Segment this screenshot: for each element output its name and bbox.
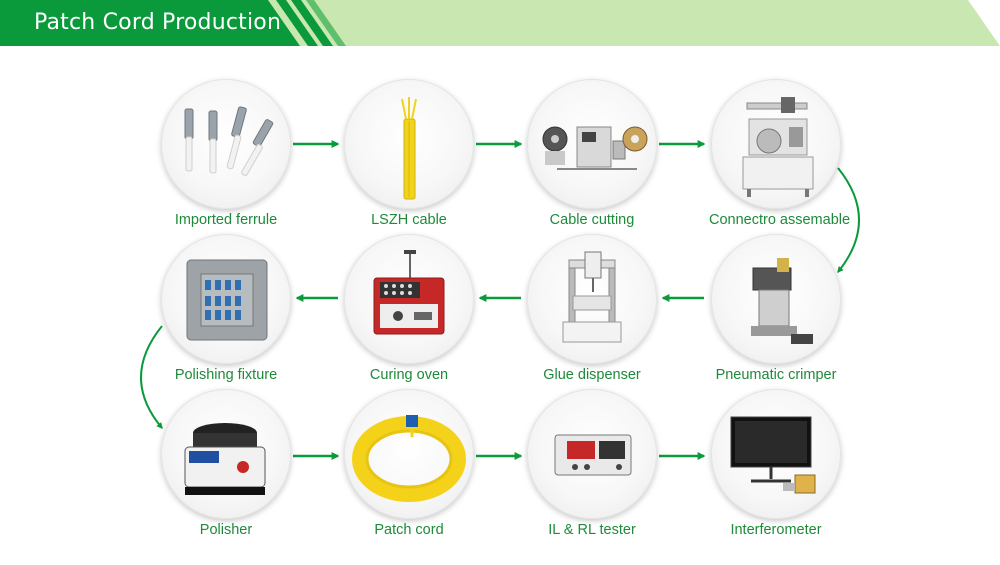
patch-cord-icon — [344, 389, 474, 519]
assembly-machine-icon — [711, 79, 841, 209]
interferometer-icon — [711, 389, 841, 519]
ferrule-icon — [161, 79, 291, 209]
step-curing-oven: Curing oven — [342, 234, 476, 383]
step-imported-ferrule: Imported ferrule — [159, 79, 293, 228]
step-label: Imported ferrule — [159, 212, 293, 228]
step-polishing-fixture: Polishing fixture — [159, 234, 293, 383]
step-label: Pneumatic crimper — [709, 367, 843, 383]
polishing-fixture-icon — [161, 234, 291, 364]
step-label: Polisher — [159, 522, 293, 538]
page-title: Patch Cord Production — [34, 10, 281, 35]
step-label: Glue dispenser — [525, 367, 659, 383]
step-connector-assembly: Connectro assemable — [709, 79, 843, 228]
step-polisher: Polisher — [159, 389, 293, 538]
step-interferometer: Interferometer — [709, 389, 843, 538]
step-pneumatic-crimper: Pneumatic crimper — [709, 234, 843, 383]
crimper-icon — [711, 234, 841, 364]
step-label: Connectro assemable — [709, 212, 843, 228]
step-label: Interferometer — [709, 522, 843, 538]
step-label: IL & RL tester — [525, 522, 659, 538]
polisher-icon — [161, 389, 291, 519]
step-label: Patch cord — [342, 522, 476, 538]
step-cable-cutting: Cable cutting — [525, 79, 659, 228]
step-label: Cable cutting — [525, 212, 659, 228]
step-il-rl-tester: IL & RL tester — [525, 389, 659, 538]
step-label: Curing oven — [342, 367, 476, 383]
step-glue-dispenser: Glue dispenser — [525, 234, 659, 383]
step-lszh-cable: LSZH cable — [342, 79, 476, 228]
step-label: LSZH cable — [342, 212, 476, 228]
cable-icon — [344, 79, 474, 209]
glue-dispenser-icon — [527, 234, 657, 364]
curing-oven-icon — [344, 234, 474, 364]
tester-icon — [527, 389, 657, 519]
step-label: Polishing fixture — [159, 367, 293, 383]
step-patch-cord: Patch cord — [342, 389, 476, 538]
cutting-machine-icon — [527, 79, 657, 209]
